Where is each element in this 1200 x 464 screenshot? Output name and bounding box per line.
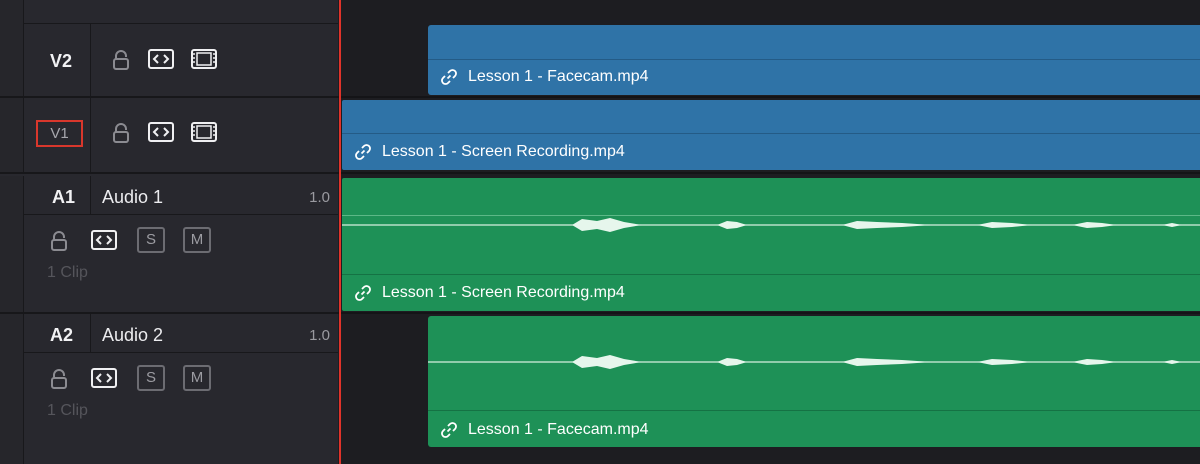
track-level-a2: 1.0 [309, 327, 330, 344]
lock-icon[interactable] [111, 123, 131, 143]
film-icon[interactable] [191, 49, 217, 69]
track-color-strip [0, 314, 24, 464]
clip-v2-facecam[interactable]: Lesson 1 - Facecam.mp4 [428, 25, 1200, 95]
clip-a2-facecam[interactable]: Lesson 1 - Facecam.mp4 [428, 316, 1200, 447]
film-icon[interactable] [191, 122, 217, 142]
clip-title: Lesson 1 - Facecam.mp4 [468, 68, 649, 85]
clip-v1-screen-recording[interactable]: Lesson 1 - Screen Recording.mp4 [342, 100, 1200, 170]
link-icon [440, 421, 458, 439]
track-level-a1: 1.0 [309, 189, 330, 206]
auto-select-icon[interactable] [91, 368, 117, 388]
auto-select-icon[interactable] [148, 122, 174, 142]
track-name-v2[interactable]: V2 [50, 51, 73, 71]
track-name-a2[interactable]: A2 [50, 325, 74, 345]
link-icon [354, 143, 372, 161]
track-headers: V2 V1 A1 Audio 1 1.0 [0, 0, 338, 464]
track-color-strip [0, 0, 24, 98]
mute-button[interactable]: M [183, 365, 211, 391]
auto-select-icon[interactable] [148, 49, 174, 69]
link-icon [440, 68, 458, 86]
clip-a1-screen-recording[interactable]: Lesson 1 - Screen Recording.mp4 [342, 178, 1200, 311]
track-header-a2: A2 Audio 2 1.0 S M 1 Clip [0, 314, 338, 464]
track-header-v2: V2 [0, 0, 338, 98]
playhead[interactable] [339, 0, 341, 464]
track-label-a1[interactable]: Audio 1 [102, 187, 164, 207]
audio-waveform [342, 218, 1200, 232]
track-name-a1[interactable]: A1 [52, 187, 76, 207]
clip-title: Lesson 1 - Screen Recording.mp4 [382, 284, 625, 301]
track-name-v1[interactable]: V1 [36, 120, 83, 147]
lock-icon[interactable] [49, 369, 69, 389]
auto-select-icon[interactable] [91, 230, 117, 250]
clip-count: 1 Clip [47, 402, 88, 419]
clip-title: Lesson 1 - Facecam.mp4 [468, 421, 649, 438]
track-header-v1: V1 [0, 98, 338, 174]
link-icon [354, 284, 372, 302]
track-label-a2[interactable]: Audio 2 [102, 325, 164, 345]
track-color-strip [0, 176, 24, 314]
mute-button[interactable]: M [183, 227, 211, 253]
solo-button[interactable]: S [137, 227, 165, 253]
track-header-a1: A1 Audio 1 1.0 S M 1 Clip [0, 176, 338, 314]
clip-title: Lesson 1 - Screen Recording.mp4 [382, 143, 625, 160]
lock-icon[interactable] [49, 231, 69, 251]
lock-icon[interactable] [111, 50, 131, 70]
audio-waveform [428, 355, 1200, 369]
solo-button[interactable]: S [137, 365, 165, 391]
track-color-strip [0, 98, 24, 174]
timeline-area[interactable]: Lesson 1 - Facecam.mp4 Lesson 1 - Screen… [338, 0, 1200, 464]
clip-count: 1 Clip [47, 264, 88, 281]
